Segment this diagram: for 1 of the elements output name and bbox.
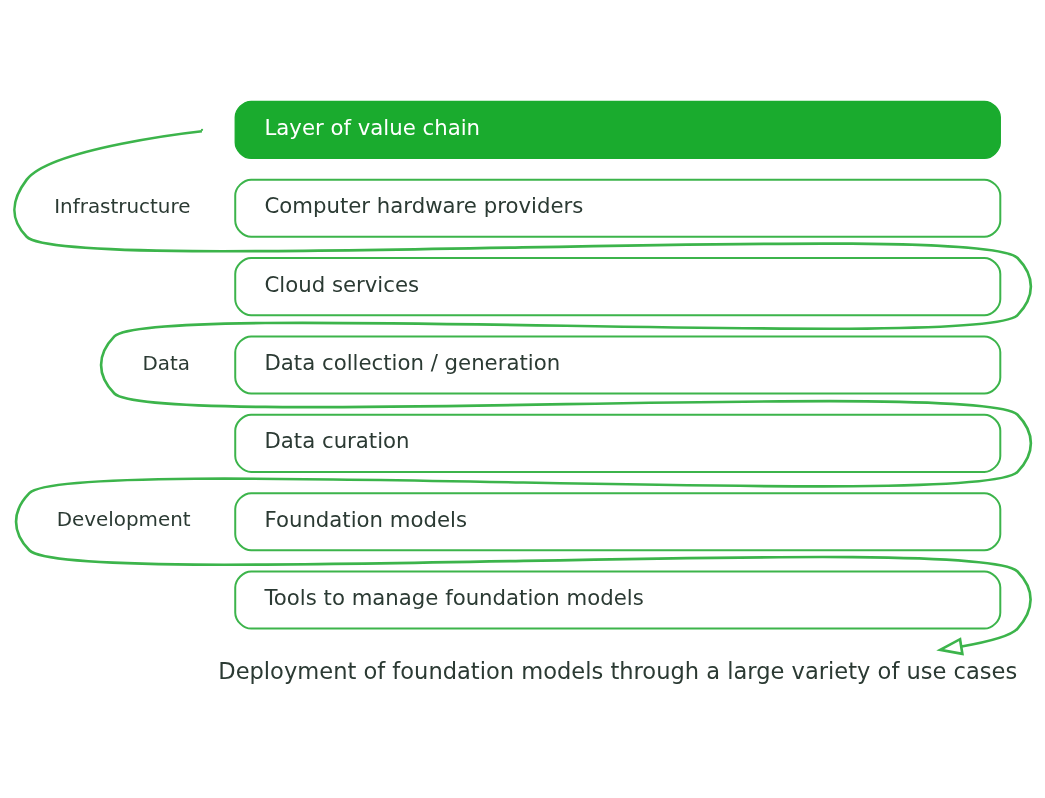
node-text: Deployment of foundation models through a large variety of use cases: [218, 657, 1018, 684]
